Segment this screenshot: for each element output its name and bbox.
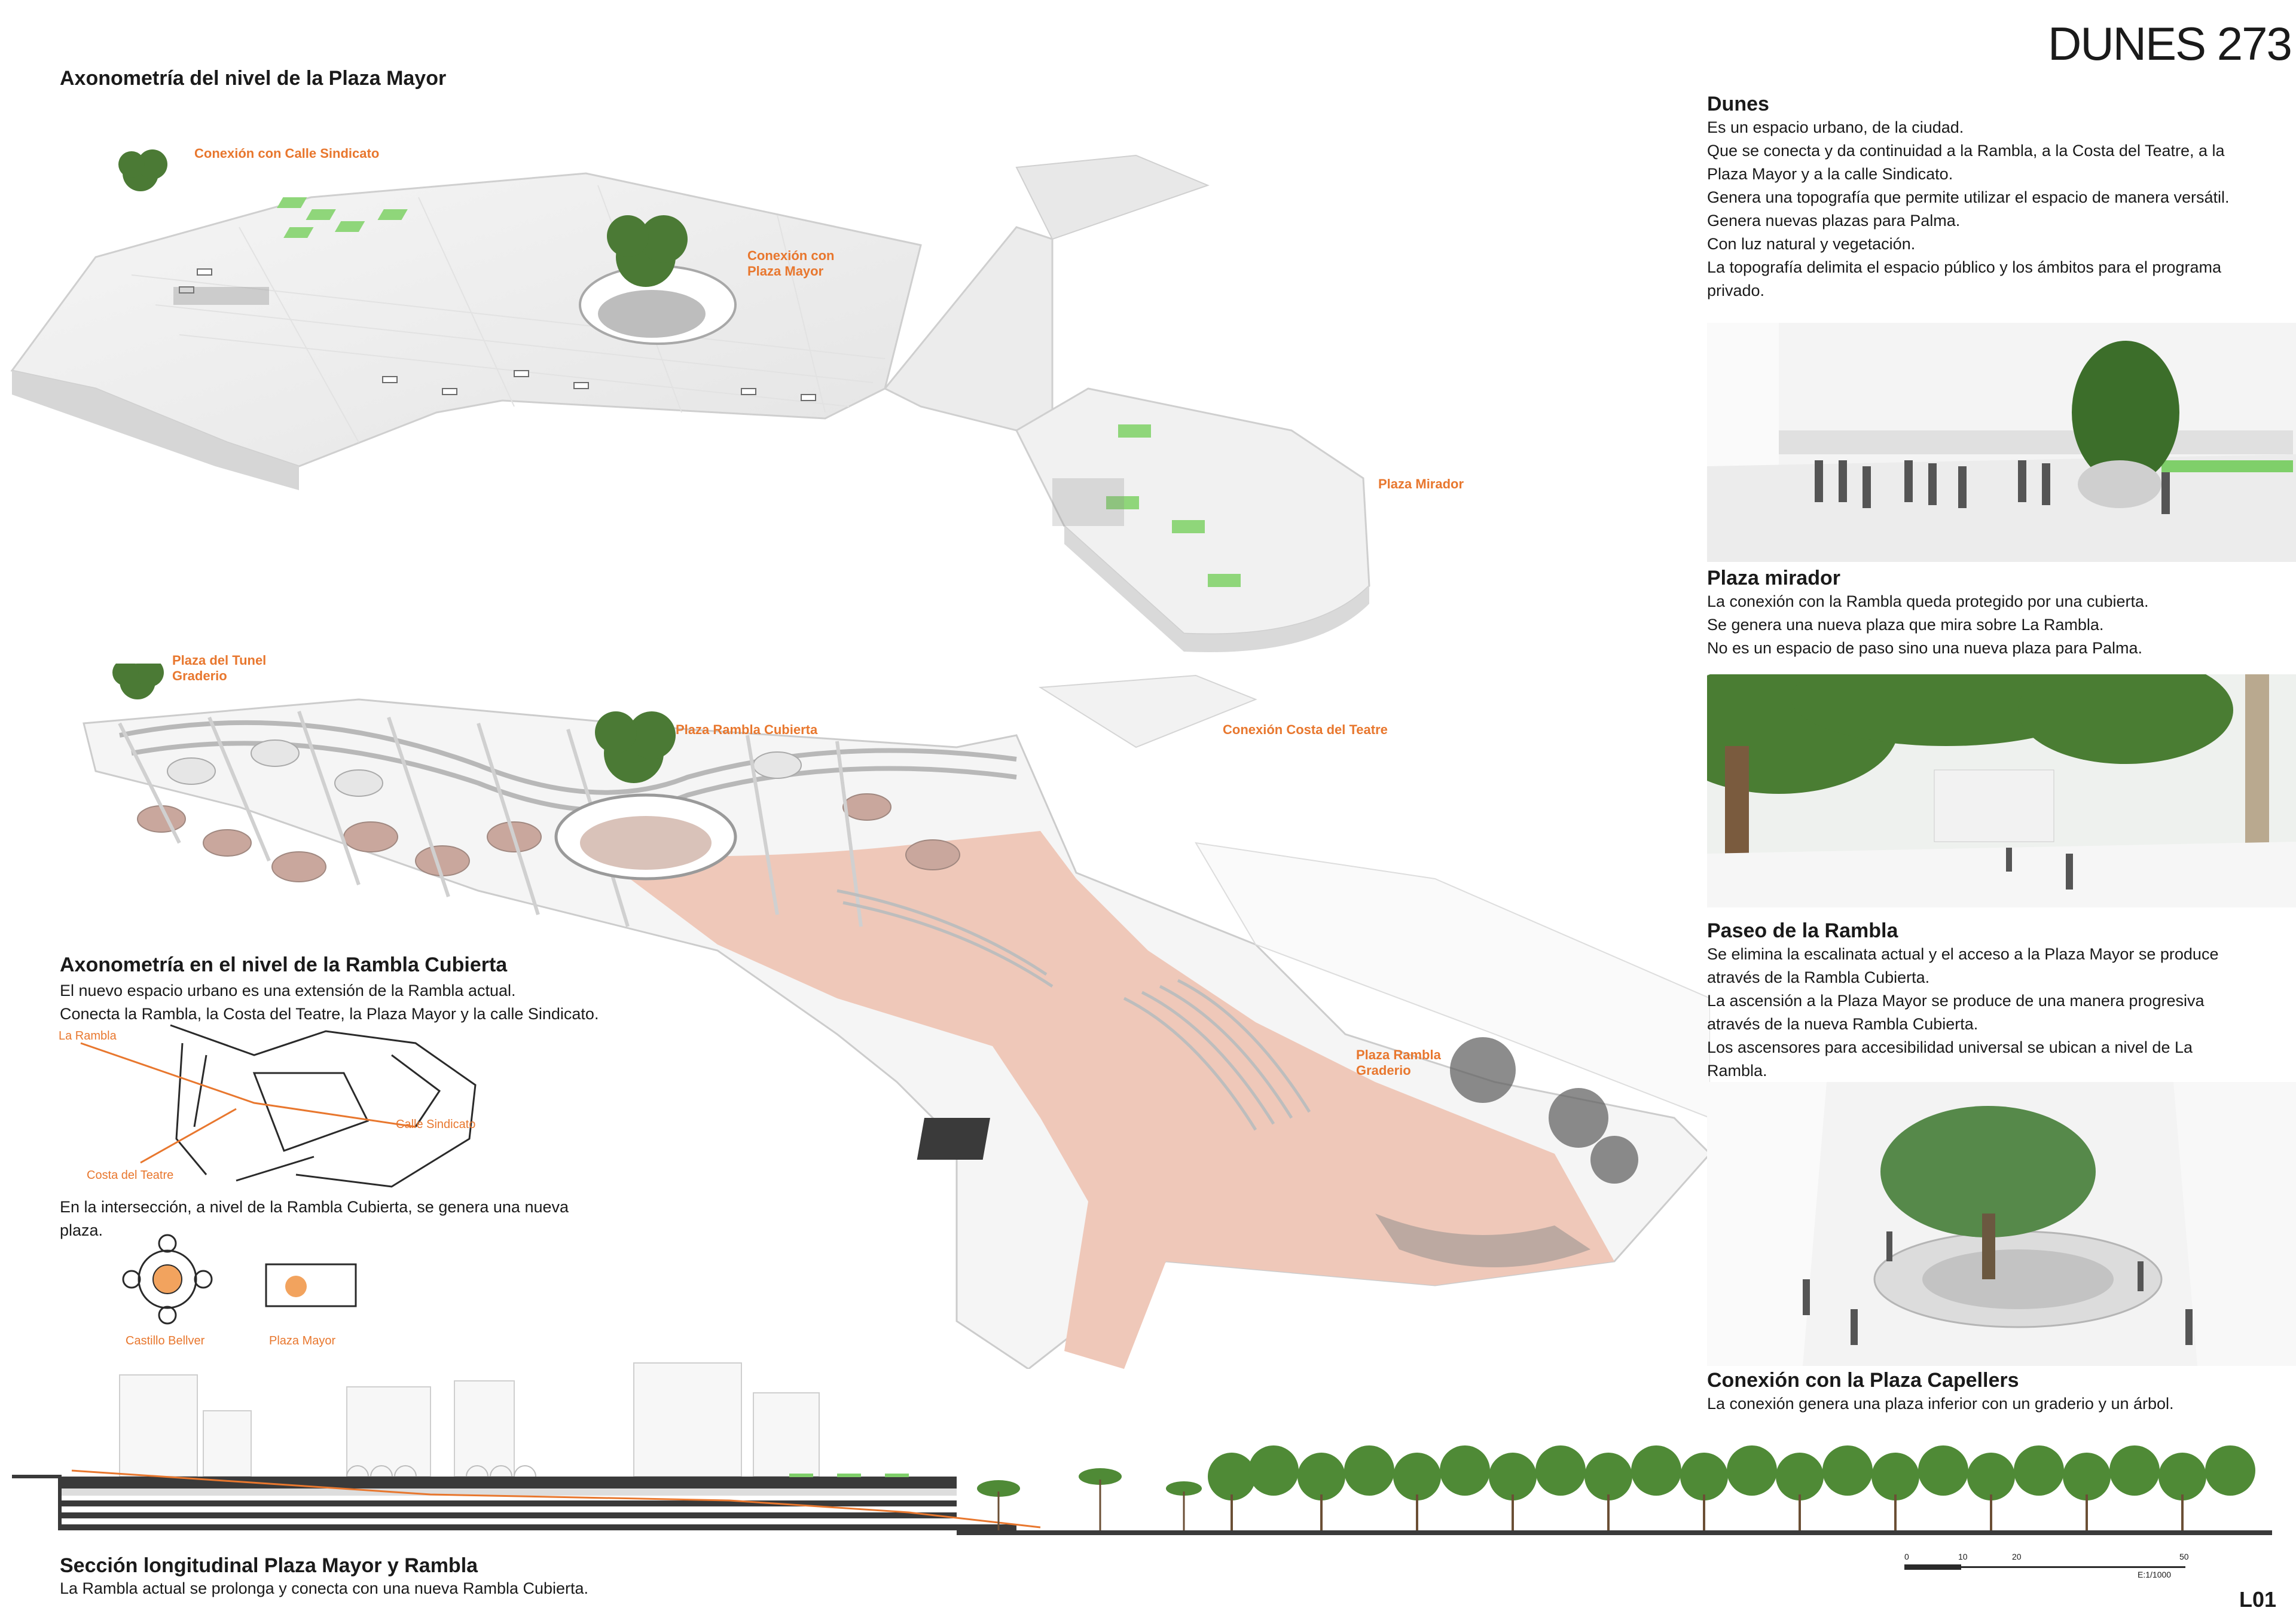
dunes-title: Dunes: [1707, 93, 1769, 115]
dunes-line: Que se conecta y da continuidad a la Ram…: [1707, 142, 2225, 160]
map-label-costa: Costa del Teatre: [87, 1169, 174, 1182]
paseo-line: através de la nueva Rambla Cubierta.: [1707, 1015, 1979, 1033]
label-conexion-costa: Conexión Costa del Teatre: [1223, 722, 1388, 737]
dunes-line: Genera una topografía que permite utiliz…: [1707, 188, 2230, 206]
scale-text: E:1/1000: [2138, 1570, 2172, 1579]
scale-bar: 0 10 20 50 E:1/1000: [1904, 1552, 2189, 1579]
paseo-line: Rambla.: [1707, 1062, 1767, 1080]
axo-plaza-drawing: [10, 149, 1370, 652]
label-plaza-rambla-cubierta: Plaza Rambla Cubierta: [676, 722, 818, 737]
map-label-rambla: La Rambla: [59, 1029, 117, 1043]
scale-bar-line: [1904, 1566, 2185, 1568]
icon-label-plaza-mayor: Plaza Mayor: [269, 1334, 336, 1347]
dunes-block: Dunes Es un espacio urbano, de la ciudad…: [1707, 93, 2245, 302]
rambla-line: El nuevo espacio urbano es una extensión…: [60, 982, 516, 1000]
label-plaza-mirador: Plaza Mirador: [1378, 476, 1464, 491]
rambla-text: El nuevo espacio urbano es una extensión…: [60, 979, 658, 1026]
mirador-line: La conexión con la Rambla queda protegid…: [1707, 592, 2149, 610]
map-label-sindicato: Calle Sindicato: [396, 1118, 476, 1131]
rambla-title: Axonometría en el nivel de la Rambla Cub…: [60, 953, 508, 976]
label-conexion-sindicato: Conexión con Calle Sindicato: [194, 146, 380, 161]
capellers-text: La conexión genera una plaza inferior co…: [1707, 1392, 2281, 1416]
paseo-line: Se elimina la escalinata actual y el acc…: [1707, 945, 2219, 963]
paseo-line: através de la Rambla Cubierta.: [1707, 968, 1930, 986]
intersection-text: En la intersección, a nivel de la Rambla…: [60, 1196, 598, 1242]
dunes-line: Genera nuevas plazas para Palma.: [1707, 212, 1961, 230]
capellers-title: Conexión con la Plaza Capellers: [1707, 1369, 2019, 1392]
project-title: DUNES 273: [2048, 17, 2292, 70]
rambla-line: Conecta la Rambla, la Costa del Teatre, …: [60, 1005, 599, 1023]
section-subtitle: La Rambla actual se prolonga y conecta c…: [60, 1579, 589, 1597]
scale-tick: 10: [1958, 1552, 1968, 1561]
intersection-line: plaza.: [60, 1221, 103, 1239]
plaza-mayor-icon: [265, 1263, 357, 1307]
scale-bar-fill: [1904, 1564, 1961, 1570]
capellers-line: La conexión genera una plaza inferior co…: [1707, 1395, 2174, 1413]
mirador-block: Plaza mirador La conexión con la Rambla …: [1707, 567, 2245, 660]
photo-paseo-rambla: [1707, 674, 2296, 907]
paseo-line: Los ascensores para accesibilidad univer…: [1707, 1038, 2193, 1056]
label-plaza-rambla-graderio: Plaza Rambla Graderio: [1356, 1047, 1441, 1078]
section-title: Sección longitudinal Plaza Mayor y Rambl…: [60, 1554, 478, 1577]
paseo-block: Paseo de la Rambla Se elimina la escalin…: [1707, 919, 2245, 1083]
map-diagram: [80, 1024, 477, 1188]
paseo-line: La ascensión a la Plaza Mayor se produce…: [1707, 992, 2205, 1010]
mirador-line: Se genera una nueva plaza que mira sobre…: [1707, 616, 2104, 634]
label-plaza-tunel: Plaza del Tunel Graderio: [172, 653, 267, 683]
label-conexion-plaza-mayor: Conexión con Plaza Mayor: [747, 248, 835, 279]
axo-rambla-drawing: [83, 664, 1710, 1369]
scale-tick: 50: [2179, 1552, 2189, 1561]
capellers-block: Conexión con la Plaza Capellers La conex…: [1707, 1369, 2281, 1416]
castillo-bellver-icon: [122, 1234, 213, 1325]
scale-tick: 20: [2012, 1552, 2022, 1561]
dunes-line: Con luz natural y vegetación.: [1707, 235, 1916, 253]
mirador-title: Plaza mirador: [1707, 567, 1840, 589]
mirador-line: No es un espacio de paso sino una nueva …: [1707, 639, 2142, 657]
dunes-line: La topografía delimita el espacio públic…: [1707, 258, 2221, 276]
intersection-line: En la intersección, a nivel de la Rambla…: [60, 1198, 569, 1216]
dunes-line: Es un espacio urbano, de la ciudad.: [1707, 118, 1964, 136]
axo-plaza-title: Axonometría del nivel de la Plaza Mayor: [60, 67, 447, 90]
dunes-line: privado.: [1707, 282, 1765, 299]
icon-label-castillo: Castillo Bellver: [126, 1334, 205, 1347]
paseo-title: Paseo de la Rambla: [1707, 919, 1898, 942]
section-drawing: [12, 1362, 2272, 1535]
scale-tick: 0: [1904, 1552, 1909, 1561]
dunes-line: Plaza Mayor y a la calle Sindicato.: [1707, 165, 1953, 183]
mirador-text: La conexión con la Rambla queda protegid…: [1707, 590, 2245, 660]
sheet-number: L01: [2239, 1587, 2277, 1612]
photo-plaza-mirador: [1707, 323, 2296, 562]
paseo-text: Se elimina la escalinata actual y el acc…: [1707, 943, 2245, 1083]
photo-plaza-capellers: [1707, 1082, 2296, 1366]
dunes-text: Es un espacio urbano, de la ciudad. Que …: [1707, 116, 2245, 302]
